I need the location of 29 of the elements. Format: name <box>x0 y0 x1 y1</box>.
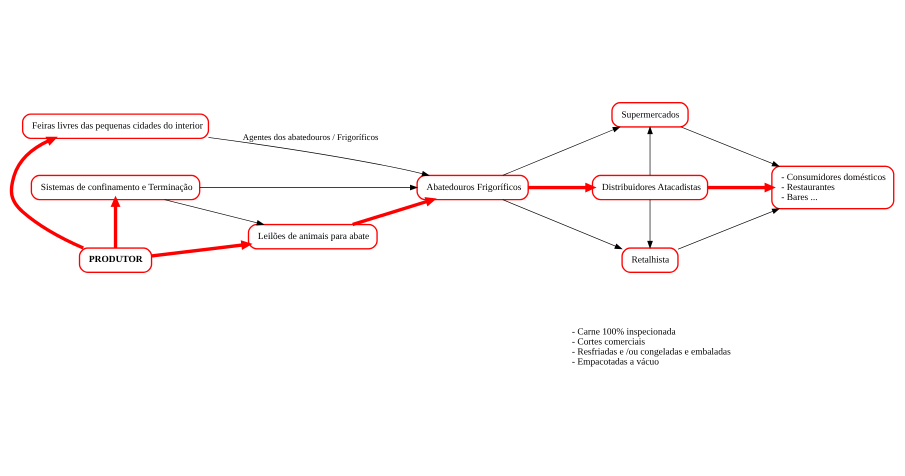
node-box: Sistemas de confinamento e Terminação <box>30 174 200 200</box>
arrow <box>10 136 84 250</box>
node-box: Distribuidores Atacadistas <box>592 174 708 200</box>
node-box: - Consumidores domésticos - Restaurantes - Bares ... <box>771 166 894 210</box>
edge-label: Agentes dos abatedouros / Frigoríficos <box>242 132 378 142</box>
arrow <box>502 126 621 176</box>
arrow <box>647 199 653 250</box>
node-label: - Cortes comerciais <box>572 337 646 348</box>
node-label: - Resfriadas e /ou congeladas e embaladas <box>572 348 731 358</box>
arrow <box>528 182 597 192</box>
arrow <box>200 184 418 190</box>
node-box: Leilões de animais para abate <box>248 224 378 250</box>
arrow <box>502 199 623 250</box>
node-box: Feiras livres das pequenas cidades do interior <box>22 113 210 140</box>
arrow <box>678 208 780 250</box>
node-label: - Empacotadas a vácuo <box>572 358 659 368</box>
arrow <box>151 240 253 258</box>
arrow <box>708 182 776 192</box>
node-box: Retalhista <box>621 247 679 273</box>
arrow <box>110 196 120 248</box>
node-label: - Carne 100% inspecionada <box>572 327 676 338</box>
arrow <box>352 197 437 226</box>
arrow <box>208 137 430 176</box>
node-box: Abatedouros Frigoríficos <box>416 174 529 200</box>
arrow <box>647 126 653 176</box>
arrow <box>164 199 265 226</box>
arrow <box>680 126 780 167</box>
node-box: PRODUTOR <box>78 247 152 273</box>
node-box: Supermercados <box>611 102 689 128</box>
